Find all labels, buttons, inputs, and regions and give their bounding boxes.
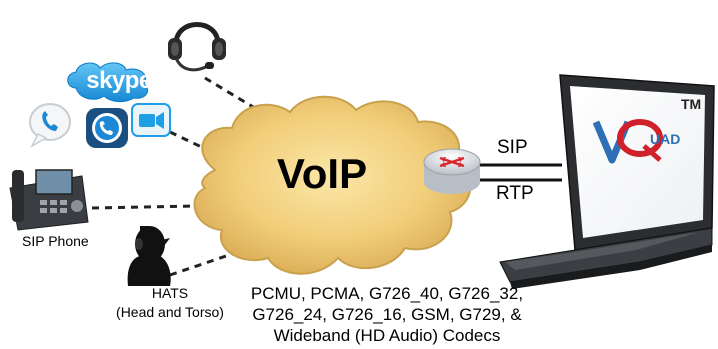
voip-title: VoIP — [276, 150, 368, 197]
sip-phone-label: SIP Phone — [22, 233, 89, 249]
skype-call-icon — [86, 108, 128, 148]
sip-label: SIP — [497, 137, 528, 158]
protocol-lines — [478, 163, 562, 182]
hats-title: HATS — [151, 285, 189, 301]
vquad-logo: UAD — [592, 119, 680, 164]
router-icon — [423, 148, 481, 194]
codec-line-2: G726_24, G726_16, GSM, G729, & — [252, 305, 522, 324]
codec-list: PCMU, PCMA, G726_40, G726_32, G726_24, G… — [228, 283, 546, 346]
connector-hats — [169, 250, 239, 277]
sip-phone-icon — [9, 169, 89, 231]
trademark-mark: TM — [681, 96, 702, 112]
video-icon — [131, 103, 171, 137]
hats-head-icon — [127, 226, 171, 286]
chat-icon — [29, 103, 71, 148]
hats-label: HATS (Head and Torso) — [100, 284, 240, 322]
svg-text:UAD: UAD — [650, 131, 680, 147]
skype-logo — [67, 62, 149, 103]
codec-line-3: Wideband (HD Audio) Codecs — [273, 326, 501, 345]
hats-subtitle: (Head and Torso) — [116, 304, 224, 320]
skype-logo-text: skype — [86, 67, 152, 94]
connector-sip-phone — [91, 204, 197, 210]
laptop-icon — [499, 74, 715, 289]
voip-cloud — [193, 95, 472, 275]
rtp-label: RTP — [496, 183, 534, 204]
headset-icon — [168, 22, 226, 72]
codec-line-1: PCMU, PCMA, G726_40, G726_32, — [250, 284, 524, 303]
